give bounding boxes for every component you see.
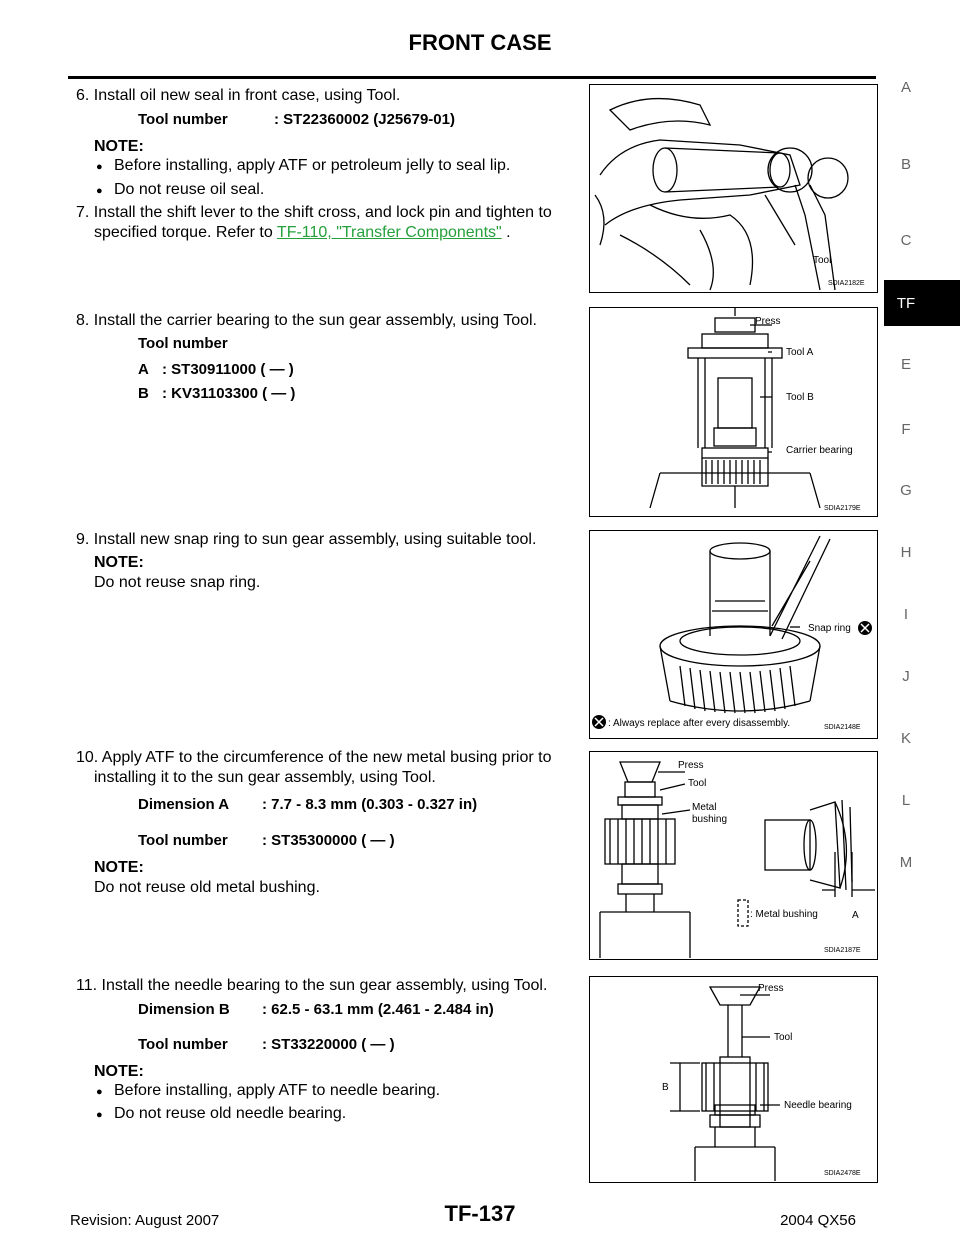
figure-2-tool-b-label: Tool B: [786, 392, 814, 403]
step-8-spec-title: Tool number: [138, 335, 228, 352]
figure-2-carrier-bearing-label: Carrier bearing: [786, 445, 853, 456]
step-11-bullet-1: Before installing, apply ATF to needle b…: [96, 1081, 440, 1102]
section-letter-j[interactable]: J: [902, 668, 910, 685]
step-9-text: 9. Install new snap ring to sun gear ass…: [76, 531, 537, 548]
figure-5-press-label: Press: [758, 983, 784, 994]
step-11-spec-2-value: : ST33220000 ( — ): [262, 1036, 395, 1053]
step-7-line-1: 7. Install the shift lever to the shift …: [76, 204, 552, 221]
step-11-note-label: NOTE:: [94, 1063, 144, 1080]
step-11-text: 11. Install the needle bearing to the su…: [76, 977, 548, 994]
section-letter-h[interactable]: H: [900, 544, 912, 561]
step-6-spec-value: : ST22360002 (J25679-01): [274, 111, 455, 128]
figure-1-tool-label: Tool: [813, 255, 831, 266]
footer-model: 2004 QX56: [780, 1212, 856, 1229]
figure-4-press-label: Press: [678, 760, 704, 771]
figure-3-legend: : Always replace after every disassembly…: [608, 718, 790, 729]
step-6-bullet-2: Do not reuse oil seal.: [96, 180, 264, 201]
figure-metal-bushing: Press Tool Metal bushing A : Metal bushi…: [589, 751, 878, 960]
step-8-spec-a-label: A: [138, 361, 149, 378]
figure-5-tool-label: Tool: [774, 1032, 792, 1043]
step-11-bullet-2: Do not reuse old needle bearing.: [96, 1104, 346, 1125]
section-letter-a[interactable]: A: [900, 79, 911, 96]
section-letter-l[interactable]: L: [901, 792, 911, 809]
figure-seal-install: Tool SDIA2182E: [589, 84, 878, 293]
section-letter-e[interactable]: E: [900, 356, 911, 373]
step-10-spec-2-label: Tool number: [138, 832, 228, 849]
footer-revision: Revision: August 2007: [70, 1212, 220, 1229]
snap-ring-illustration: Snap ring : Always replace after every d…: [592, 535, 872, 731]
step-10-spec-1-value: : 7.7 - 8.3 mm (0.303 - 0.327 in): [262, 796, 478, 813]
step-6-bullet-1: Before installing, apply ATF or petroleu…: [96, 156, 510, 177]
step-11-spec-2-label: Tool number: [138, 1036, 228, 1053]
step-11-spec-1-value: : 62.5 - 63.1 mm (2.461 - 2.484 in): [262, 1001, 494, 1018]
figure-2-tool-a-label: Tool A: [786, 347, 814, 358]
figure-4-legend: : Metal bushing: [750, 909, 818, 920]
footer-page-number: TF-137: [444, 1201, 516, 1226]
seal-install-illustration: Tool SDIA2182E: [594, 97, 865, 291]
metal-bushing-illustration: Press Tool Metal bushing A : Metal bushi…: [599, 760, 875, 958]
step-7-prefix: specified torque. Refer to: [94, 224, 277, 241]
figure-5-dimension-b-label: B: [662, 1082, 669, 1093]
figure-1-id: SDIA2182E: [828, 280, 865, 287]
section-letter-f[interactable]: F: [901, 421, 911, 438]
figure-4-tool-label: Tool: [688, 778, 706, 789]
header-rule: [68, 76, 876, 79]
step-10-note-label: NOTE:: [94, 859, 144, 876]
step-10-line-1: 10. Apply ATF to the circumference of th…: [76, 749, 552, 766]
figure-5-needle-bearing-label: Needle bearing: [784, 1100, 852, 1111]
replace-icon: [858, 621, 872, 635]
figure-2-press-label: Press: [755, 316, 781, 327]
step-8-spec-b-label: B: [138, 385, 149, 402]
carrier-bearing-illustration: Press Tool A Tool B Carrier bearing SDIA…: [649, 308, 861, 512]
section-letter-m[interactable]: M: [899, 854, 913, 871]
step-7-suffix: .: [501, 224, 511, 241]
step-9-note-label: NOTE:: [94, 554, 144, 571]
section-letter-k[interactable]: K: [900, 730, 911, 747]
step-9-note: Do not reuse snap ring.: [94, 574, 261, 591]
step-10-line-2: installing it to the sun gear assembly, …: [94, 769, 436, 786]
step-10-spec-2-value: : ST35300000 ( — ): [262, 832, 395, 849]
figure-3-id: SDIA2148E: [824, 724, 861, 731]
figure-4-id: SDIA2187E: [824, 947, 861, 954]
replace-legend-icon: [592, 715, 606, 729]
section-letter-i[interactable]: I: [903, 606, 909, 623]
step-8-spec-b-value: : KV31103300 ( — ): [162, 385, 296, 402]
section-letter-g[interactable]: G: [900, 482, 912, 499]
section-letter-b[interactable]: B: [900, 156, 911, 173]
transfer-components-link[interactable]: TF-110, "Transfer Components": [276, 224, 502, 241]
step-7-line-2: specified torque. Refer to TF-110, "Tran…: [94, 223, 511, 243]
figure-carrier-bearing: Press Tool A Tool B Carrier bearing SDIA…: [589, 307, 878, 517]
needle-bearing-illustration: Press Tool B Needle bearing SDIA2478E: [662, 983, 861, 1181]
step-11-spec-1-label: Dimension B: [138, 1001, 230, 1018]
figure-needle-bearing: Press Tool B Needle bearing SDIA2478E: [589, 976, 878, 1183]
figure-snap-ring: Snap ring : Always replace after every d…: [589, 530, 878, 739]
figure-4-dimension-a-label: A: [852, 910, 859, 921]
step-6-spec-label: Tool number: [138, 111, 228, 128]
step-6-text: 6. Install oil new seal in front case, u…: [76, 87, 401, 104]
section-letter-c[interactable]: C: [900, 232, 912, 249]
figure-3-snap-ring-label: Snap ring: [808, 623, 851, 634]
figure-2-id: SDIA2179E: [824, 505, 861, 512]
page-title: FRONT CASE: [408, 30, 552, 55]
step-8-spec-a-value: : ST30911000 ( — ): [162, 361, 294, 378]
section-tab-tf[interactable]: TF: [884, 280, 960, 326]
step-8-text: 8. Install the carrier bearing to the su…: [76, 312, 537, 329]
figure-4-metal-label: Metal: [692, 802, 716, 813]
step-10-spec-1-label: Dimension A: [138, 796, 230, 813]
step-10-note: Do not reuse old metal bushing.: [94, 879, 320, 896]
step-6-note-label: NOTE:: [94, 138, 144, 155]
figure-5-id: SDIA2478E: [824, 1170, 861, 1177]
figure-4-bushing-label: bushing: [692, 814, 727, 825]
